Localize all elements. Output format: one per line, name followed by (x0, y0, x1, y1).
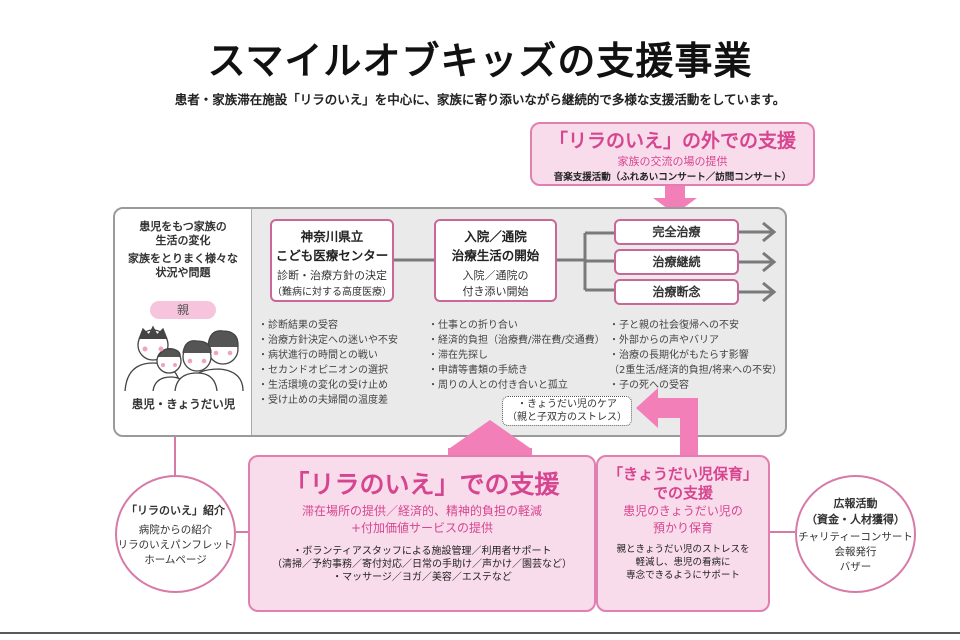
sibling-detail2: 軽減し、患児の看病に (635, 557, 731, 568)
list-item: ・セカンドオピニオンの選択 (258, 365, 388, 376)
outside-support-box: 「リラのいえ」の外での支援 家族の交流の場の提供 音楽支援活動（ふれあいコンサー… (530, 122, 815, 186)
hospital-desc2: （難病に対する高度医療） (272, 287, 392, 298)
admission-title1: 入院／通院 (464, 229, 527, 244)
admission-desc2: 付き添い開始 (462, 285, 529, 298)
intro-heading: 「リラのいえ」紹介 (126, 503, 225, 517)
page-title: スマイルオブキッズの支援事業 (207, 39, 753, 83)
hospital-name1: 神奈川県立 (300, 229, 364, 244)
list-item: ・治療方針決定への迷いや不安 (258, 335, 398, 346)
list-item: ・周りの人との付き合いと孤立 (428, 380, 568, 391)
outcome-continue: 治療継続 (614, 249, 739, 275)
list-item: ・滞在先探し (428, 350, 488, 361)
list-item: ・子の死への受容 (609, 380, 689, 391)
page-subtitle: 患者・家族滞在施設「リラのいえ」を中心に、家族に寄り添いながら継続的で多様な支援… (174, 92, 786, 107)
list-item: ・外部からの声やバリア (609, 335, 719, 346)
sibling-support-box: 「きょうだい児保育」 での支援 患児のきょうだい児の 預かり保育 親ときょうだい… (596, 455, 770, 612)
list-item: ・生活環境の変化の受け止め (258, 380, 388, 391)
outcome-complete: 完全治療 (614, 219, 739, 245)
family-line1: 患児をもつ家族の (139, 220, 227, 233)
down-arrow-icon (653, 186, 697, 214)
sibling-care-box: ・きょうだい児のケア （親と子双方のストレス） (502, 396, 632, 426)
lira-detail3: ・マッサージ／ヨガ／美容／エステなど (332, 572, 512, 583)
family-line3: 家族をとりまく様々な (128, 252, 238, 265)
pr-line3: バザー (839, 560, 872, 573)
intro-circle: 「リラのいえ」紹介 病院からの紹介 リラのいえパンフレット ホームページ (115, 475, 236, 593)
children-label: 患児・きょうだい児 (131, 397, 236, 411)
pr-sub: （資金・人材獲得） (806, 512, 905, 526)
admission-desc1: 入院／通院の (462, 269, 529, 282)
sibling-sub2: 預かり保育 (652, 521, 713, 535)
pr-line2: 会報発行 (834, 545, 877, 558)
family-illustration-icon (124, 325, 244, 391)
family-situation-panel: 患児をもつ家族の 生活の変化 家族をとりまく様々な 状況や問題 親 患児・きょう… (113, 207, 787, 437)
family-line4: 状況や問題 (155, 266, 211, 279)
sibling-care-line2: （親と子双方のストレス） (507, 412, 627, 423)
list-item: ・受け止めの夫婦間の温度差 (258, 395, 388, 406)
list-item: ・治療の長期化がもたらす影響 (609, 350, 749, 361)
outside-detail: 音楽支援活動（ふれあいコンサート／訪問コンサート） (553, 172, 792, 183)
list-item: ・診断結果の受容 (258, 320, 338, 331)
sibling-heading1: 「きょうだい児保育」 (607, 465, 758, 483)
sibling-care-line1: ・きょうだい児のケア (517, 399, 617, 410)
family-line2: 生活の変化 (155, 234, 211, 247)
list-item: ・子と親の社会復帰への不安 (609, 320, 739, 331)
intro-line3: ホームページ (144, 553, 207, 566)
lira-sub2: +付加価値サービスの提供 (350, 521, 494, 535)
outcome-abandon: 治療断念 (614, 279, 739, 305)
sibling-heading2: での支援 (652, 484, 713, 502)
parent-badge: 親 (150, 301, 216, 319)
lira-detail2: （清掃／予約事務／寄付対応／日常の手助け／声かけ／園芸など） (272, 559, 572, 570)
lira-heading: 「リラのいえ」での支援 (284, 470, 560, 499)
sibling-sub1: 患児のきょうだい児の (623, 504, 743, 518)
lira-detail1: ・ボランティアスタッフによる施設管理／利用者サポート (292, 546, 552, 557)
admission-title2: 治療生活の開始 (451, 248, 540, 263)
sibling-detail3: 専念できるようにサポート (626, 570, 740, 581)
intro-line1: 病院からの紹介 (138, 523, 213, 536)
flow-lines (394, 221, 777, 303)
list-item: ・病状進行の時間との戦い (258, 350, 378, 361)
outside-heading: 「リラのいえ」の外での支援 (548, 130, 796, 152)
issues-right-list: ・子と親の社会復帰への不安 ・外部からの声やバリア ・治療の長期化がもたらす影響… (609, 318, 782, 393)
hospital-box: 神奈川県立 こども医療センター 診断・治療方針の決定 （難病に対する高度医療） (270, 219, 394, 302)
pr-line1: チャリティーコンサート (798, 530, 913, 543)
sibling-detail1: 親ときょうだい児のストレスを (616, 544, 750, 555)
issues-mid-list: ・仕事との折り合い ・経済的負担（治療費/滞在費/交通費） ・滞在先探し ・申請… (428, 318, 605, 393)
list-item: ・申請等書類の手続き (428, 365, 528, 376)
outside-sub: 家族の交流の場の提供 (617, 155, 728, 168)
list-item: ・仕事との折り合い (428, 320, 518, 331)
intro-line2: リラのいえパンフレット (117, 538, 234, 551)
hospital-name2: こども医療センター (275, 248, 389, 263)
issues-left-list: ・診断結果の受容 ・治療方針決定への迷いや不安 ・病状進行の時間との戦い ・セカ… (258, 318, 398, 408)
list-item: （2重生活/経済的負担/将来への不安） (609, 365, 783, 376)
list-item: ・経済的負担（治療費/滞在費/交通費） (428, 335, 605, 346)
family-column: 患児をもつ家族の 生活の変化 家族をとりまく様々な 状況や問題 親 患児・きょう… (115, 209, 252, 435)
pr-heading: 広報活動 (833, 496, 878, 510)
lira-support-box: 「リラのいえ」での支援 滞在場所の提供／経済的、精神的負担の軽減 +付加価値サー… (248, 455, 596, 612)
pr-circle: 広報活動 （資金・人材獲得） チャリティーコンサート 会報発行 バザー (795, 475, 916, 593)
hospital-desc1: 診断・治療方針の決定 (277, 269, 387, 282)
lira-sub1: 滞在場所の提供／経済的、精神的負担の軽減 (301, 504, 542, 518)
admission-box: 入院／通院 治療生活の開始 入院／通院の 付き添い開始 (434, 219, 557, 302)
